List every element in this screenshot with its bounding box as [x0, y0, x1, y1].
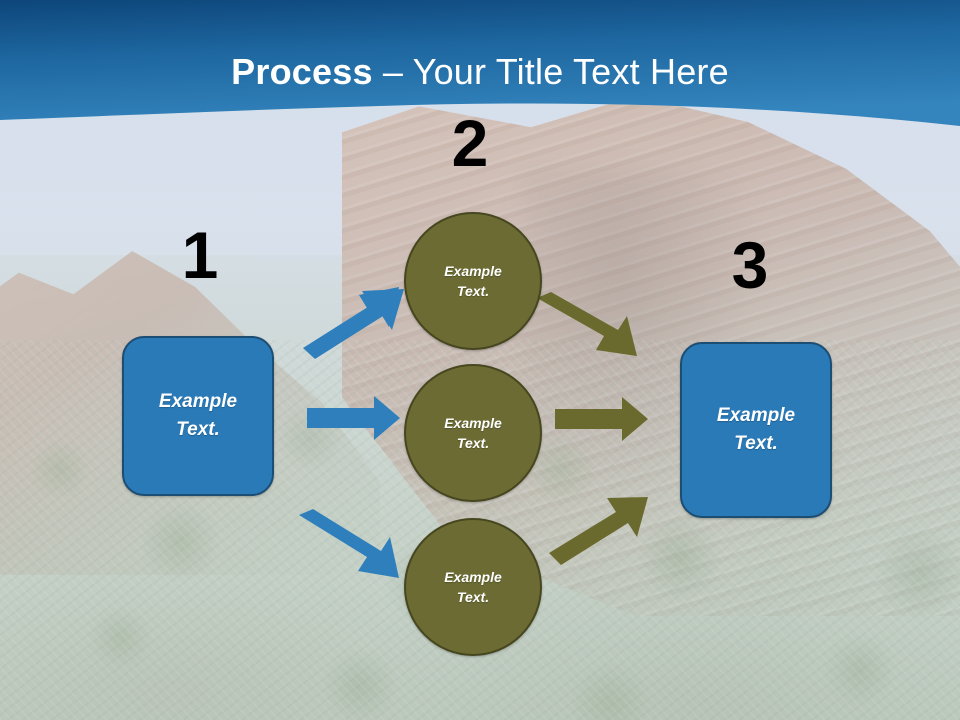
branch-circle-bottom[interactable]: Example Text.	[404, 518, 542, 656]
step-number-2: 2	[451, 106, 489, 180]
branch-circle-middle[interactable]: Example Text.	[404, 364, 542, 502]
page-title-bold: Process	[231, 51, 373, 92]
header-banner-shape	[0, 0, 960, 126]
step-number-3: 3	[731, 228, 769, 302]
branch-circle-bottom-label: Example Text.	[444, 568, 502, 605]
process-start-box[interactable]: Example Text.	[122, 336, 274, 496]
header-banner: Process – Your Title Text Here	[0, 0, 960, 140]
arrow-out-middle	[555, 397, 648, 441]
arrow-in-middle	[307, 396, 400, 440]
arrow-in-top	[303, 287, 404, 359]
arrow-out-bottom	[549, 497, 648, 565]
branch-circle-top[interactable]: Example Text.	[404, 212, 542, 350]
branch-circle-top-label: Example Text.	[444, 262, 502, 299]
process-end-box[interactable]: Example Text.	[680, 342, 832, 518]
process-end-box-label: Example Text.	[716, 405, 796, 454]
process-start-box-label: Example Text.	[158, 391, 238, 440]
page-title-rest: Your Title Text Here	[412, 51, 729, 92]
page-title: Process – Your Title Text Here	[0, 50, 960, 94]
branch-circle-middle-label: Example Text.	[444, 414, 502, 451]
step-number-1: 1	[181, 218, 219, 292]
arrow-in-bottom	[299, 509, 399, 578]
arrow-out-top	[537, 292, 637, 356]
page-title-separator: –	[372, 51, 413, 92]
